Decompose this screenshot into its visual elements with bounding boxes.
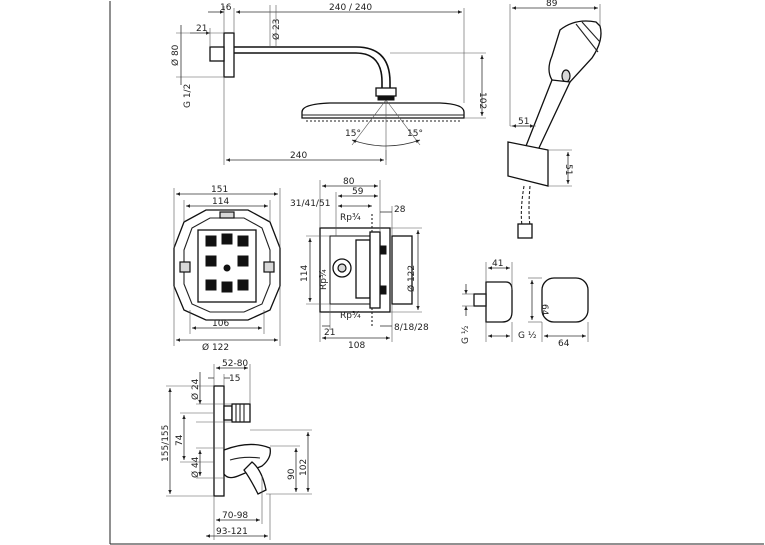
dim-44-label: Ø 44: [190, 456, 201, 478]
dim-106-label: 106: [212, 319, 229, 329]
dim-15-right-label: 15°: [407, 129, 423, 139]
shower-head-drawing: [176, 5, 486, 165]
hand-shower-drawing: [507, 4, 602, 239]
dim-rp34-bot-label: Rp¾: [340, 311, 361, 321]
dim-240-label: 240: [290, 151, 307, 161]
dim-41-label: 41: [492, 259, 503, 269]
dim-15-left-label: 15°: [345, 129, 361, 139]
dim-51-v-label: 51: [563, 164, 573, 175]
dim-24-label: Ø 24: [190, 378, 201, 400]
dim-114-label: 114: [212, 197, 229, 207]
rough-in-front-drawing: [173, 188, 281, 346]
dim-21-side-label: 21: [324, 328, 335, 338]
dim-240-240-label: 240 / 240: [329, 3, 372, 13]
dim-28-label: 28: [394, 205, 406, 215]
dim-114-side-label: 114: [300, 265, 310, 282]
dim-g12-label: G 1/2: [183, 84, 193, 108]
dim-122-label: Ø 122: [202, 342, 229, 353]
dim-93-121-label: 93-121: [216, 527, 248, 537]
dim-23-label: Ø 23: [271, 19, 282, 40]
dim-151-label: 151: [211, 185, 228, 195]
dim-70-98-label: 70-98: [222, 511, 248, 521]
dim-59-label: 59: [352, 187, 364, 197]
dim-122-side-label: Ø 122: [406, 265, 417, 292]
dim-rp34-top-label: Rp¾: [340, 213, 361, 223]
dim-51-h-label: 51: [518, 117, 529, 127]
dim-15-label: 15: [229, 374, 240, 384]
dim-155-label: 155/155: [161, 425, 171, 462]
dim-80-side-label: 80: [343, 177, 355, 187]
dim-90-label: 90: [287, 468, 297, 480]
dim-102-mixer-label: 102: [299, 459, 309, 476]
dim-31-41-51-label: 31/41/51: [290, 199, 330, 209]
dim-rp34-mid-label: Rp¾: [319, 269, 329, 290]
dim-8-18-28-label: 8/18/28: [394, 323, 429, 333]
dim-108-label: 108: [348, 341, 365, 351]
dim-64-h-label: 64: [558, 339, 570, 349]
dim-80-label: Ø 80: [170, 44, 181, 66]
dim-89-label: 89: [546, 0, 558, 9]
dim-64-v-label: 64: [539, 304, 549, 316]
wall-outlet-drawing: [462, 262, 589, 342]
dim-102-label: 102: [477, 92, 487, 109]
rough-in-side-drawing: [306, 180, 422, 342]
dim-21-label: 21: [196, 24, 207, 34]
dim-g12-bottom-label: G ½: [518, 331, 537, 341]
dim-16-label: 16: [220, 3, 232, 13]
dim-g12-left-label: G ½: [461, 325, 471, 344]
dim-74-label: 74: [175, 434, 185, 446]
mixer-side-drawing: [166, 364, 312, 540]
dim-52-80-label: 52-80: [222, 359, 248, 369]
